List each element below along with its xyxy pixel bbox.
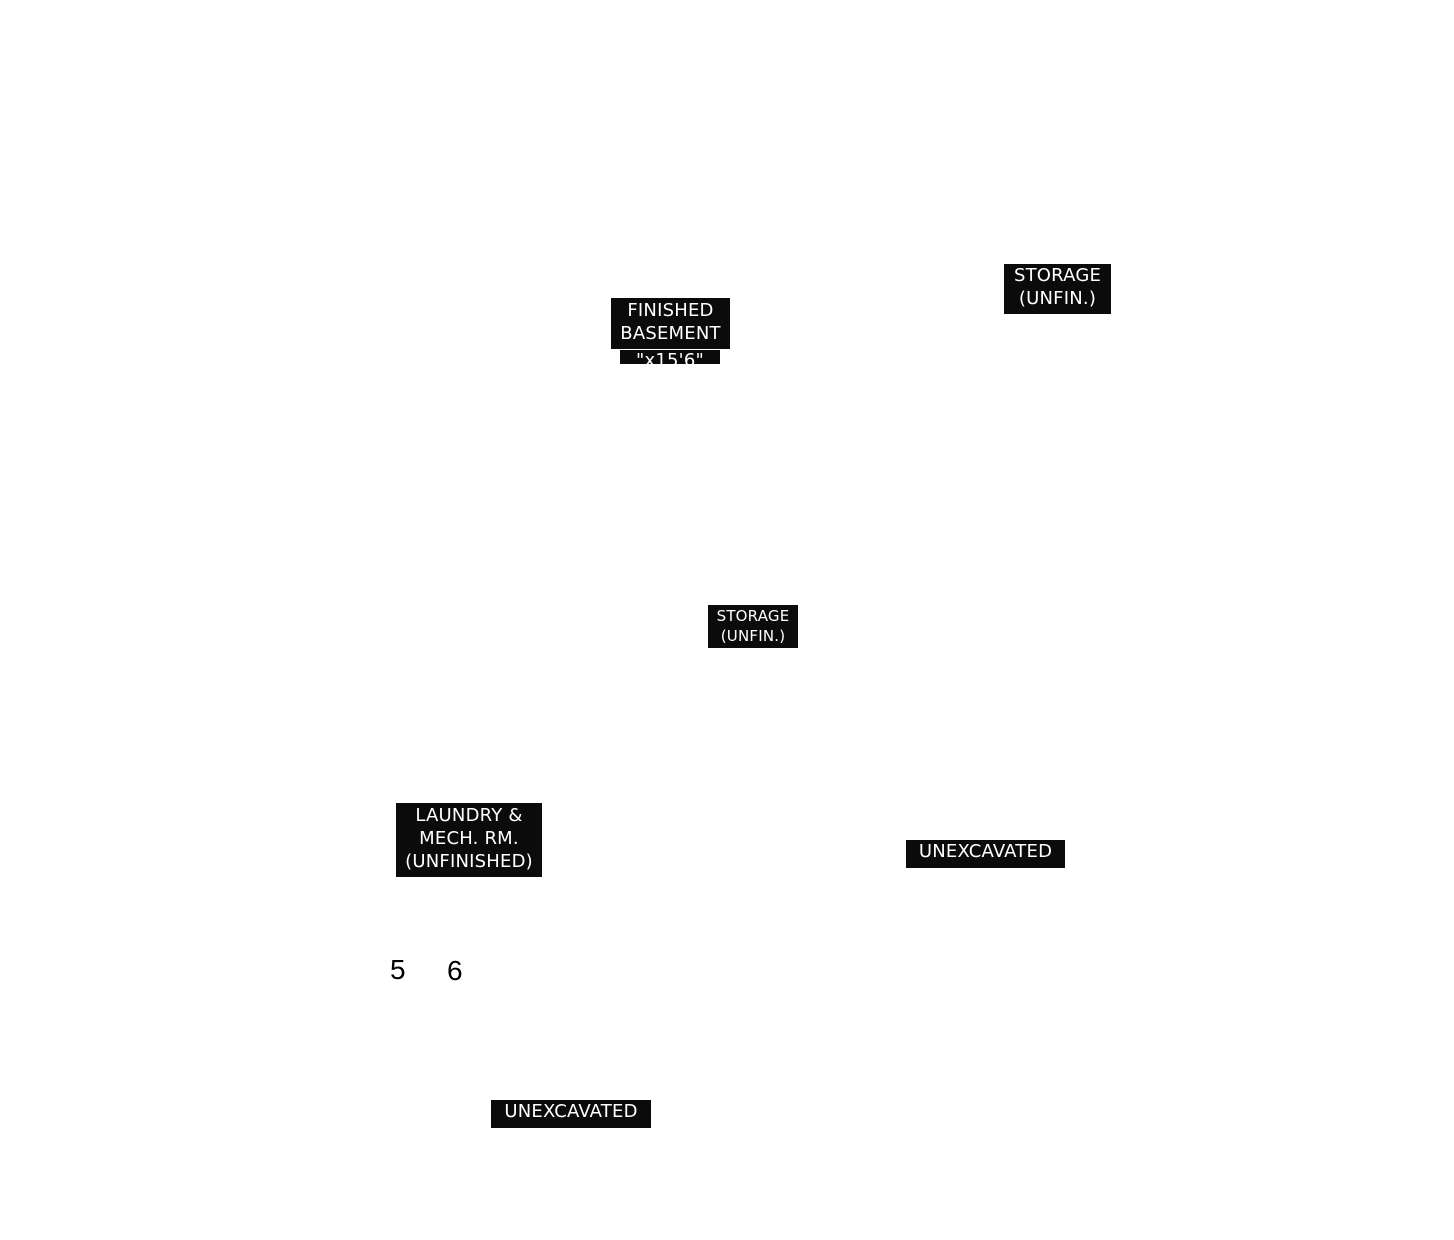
- room-label-storage-center: STORAGE (UNFIN.): [708, 605, 798, 648]
- room-label-laundry-mech: LAUNDRY & MECH. RM. (UNFINISHED): [396, 803, 542, 877]
- room-label-unexcavated-bottom: UNEXCAVATED: [491, 1100, 651, 1128]
- room-label-finished-basement: FINISHED BASEMENT: [611, 298, 730, 349]
- marker-number-5: 5: [390, 954, 406, 985]
- room-label-unexcavated-right: UNEXCAVATED: [906, 840, 1065, 868]
- room-dimensions-finished-basement: "x15'6"(13': [620, 350, 720, 364]
- marker-number-6: 6: [447, 955, 463, 986]
- room-label-storage-top-right: STORAGE (UNFIN.): [1004, 264, 1111, 314]
